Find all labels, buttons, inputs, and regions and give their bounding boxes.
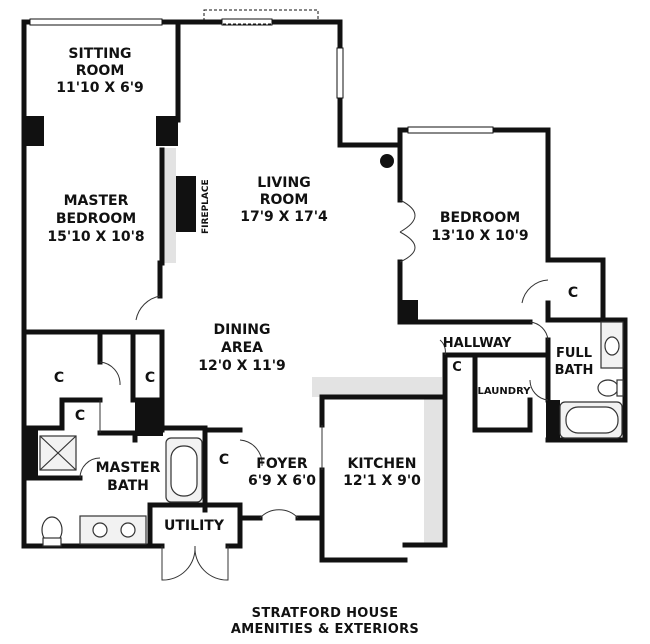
property-caption: STRATFORD HOUSE AMENITIES & EXTERIORS: [0, 606, 650, 638]
dining-area-name-1: DINING: [214, 322, 271, 338]
full-bath-name-1: FULL: [556, 346, 592, 361]
bedroom-dims: 13'10 X 10'9: [431, 228, 528, 244]
master-bedroom-name-2: BEDROOM: [56, 211, 136, 227]
living-room-name-2: ROOM: [260, 192, 309, 208]
room-labels: SITTING ROOM 11'10 X 6'9 MASTER BEDROOM …: [47, 46, 593, 534]
kitchen-name: KITCHEN: [348, 456, 417, 472]
kitchen-dims: 12'1 X 9'0: [343, 473, 421, 489]
sitting-room-dims: 11'10 X 6'9: [56, 80, 144, 96]
windows: [29, 9, 494, 134]
living-room-name-1: LIVING: [257, 175, 310, 191]
master-bath-name-2: BATH: [107, 478, 149, 494]
closet-label: C: [219, 452, 229, 468]
living-room-dims: 17'9 X 17'4: [240, 209, 328, 225]
closet-labels: C C C C C C: [54, 285, 578, 468]
hallway-name: HALLWAY: [443, 336, 512, 351]
foyer-dims: 6'9 X 6'0: [248, 473, 316, 489]
sitting-room-name-1: SITTING: [68, 46, 131, 62]
vanity: [79, 515, 147, 545]
bedroom-name: BEDROOM: [440, 210, 520, 226]
full-bath-name-2: BATH: [555, 363, 594, 378]
caption-line-1: STRATFORD HOUSE: [251, 606, 399, 621]
closet-label: C: [452, 360, 462, 375]
laundry-name: LAUNDRY: [478, 386, 532, 397]
sitting-room-name-2: ROOM: [76, 63, 125, 79]
closet-label: C: [568, 285, 578, 301]
foyer-name: FOYER: [256, 456, 308, 472]
wall-columns: [24, 116, 560, 478]
master-bedroom-name-1: MASTER: [64, 193, 129, 209]
master-bath-name-1: MASTER: [96, 460, 161, 476]
caption-line-2: AMENITIES & EXTERIORS: [230, 622, 420, 637]
dining-area-name-2: AREA: [221, 340, 263, 356]
dining-area-dims: 12'0 X 11'9: [198, 358, 286, 374]
fireplace-label: FIREPLACE: [201, 179, 211, 234]
master-bedroom-dims: 15'10 X 10'8: [47, 229, 144, 245]
closet-label: C: [75, 408, 85, 424]
closet-label: C: [54, 370, 64, 386]
utility-name: UTILITY: [164, 518, 225, 534]
fixtures: [39, 321, 624, 547]
toilet-full: [597, 379, 619, 397]
closet-label: C: [145, 370, 155, 386]
floor-plan: SITTING ROOM 11'10 X 6'9 MASTER BEDROOM …: [21, 9, 628, 581]
doors: [79, 199, 549, 581]
counters: [162, 148, 442, 545]
